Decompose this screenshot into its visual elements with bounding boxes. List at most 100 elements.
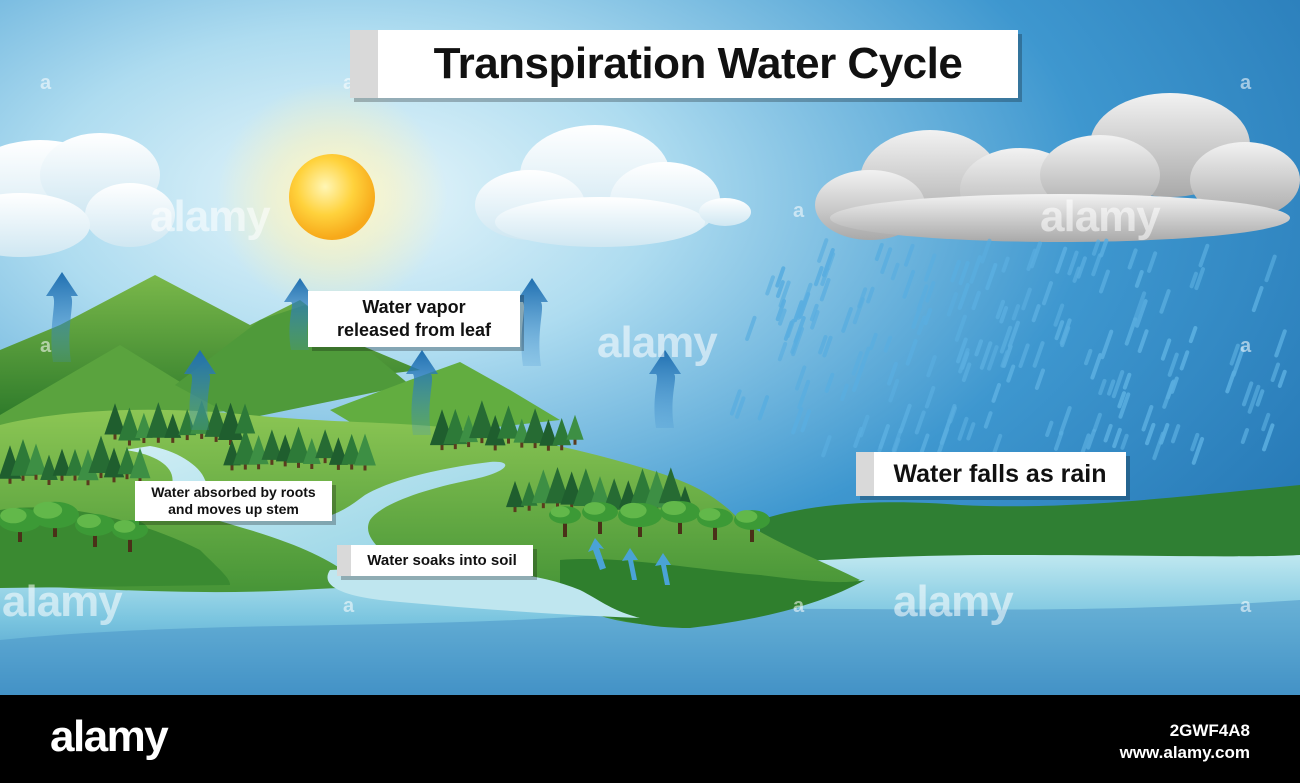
raindrop [999, 325, 1013, 354]
raindrop [1054, 320, 1065, 341]
raindrop [966, 422, 976, 441]
vapor-arrows [46, 272, 681, 435]
raindrop [950, 259, 961, 283]
pine-tree [552, 417, 572, 451]
raindrop [957, 282, 970, 310]
watermark-mark: a [1240, 72, 1252, 94]
mountain-middle [175, 305, 410, 420]
label-rain: Water falls as rain [856, 452, 1126, 496]
sun-icon [289, 154, 375, 240]
site-url: www.alamy.com [1119, 743, 1250, 762]
pine-tree [341, 433, 363, 470]
raindrop [898, 403, 912, 434]
watermark-mark: a [40, 72, 52, 94]
raindrop [1270, 362, 1281, 382]
raindrop [797, 379, 811, 410]
raindrop [1091, 253, 1102, 277]
raindrop [1117, 391, 1126, 409]
raindrop [1137, 329, 1149, 353]
cloud-left [0, 133, 175, 257]
label-roots-line1: Water absorbed by roots [151, 484, 316, 500]
pine-tree [523, 408, 547, 449]
rain-drops [729, 238, 1287, 465]
pine-tree [88, 435, 114, 479]
pine-tree [566, 414, 584, 445]
raindrop [1159, 289, 1171, 314]
raindrop [1159, 422, 1170, 445]
pine-tree [104, 403, 126, 440]
raindrop [974, 339, 983, 357]
pine-tree [40, 454, 58, 485]
raindrop [902, 269, 916, 299]
raindrop [1251, 286, 1264, 313]
raindrop [925, 281, 936, 303]
pine-tree [328, 437, 348, 470]
raindrop [1041, 281, 1054, 306]
raindrop [783, 320, 794, 341]
rain-cloud [815, 93, 1300, 242]
pine-tree [118, 407, 141, 446]
raindrop [1001, 344, 1013, 368]
raindrop [796, 303, 805, 320]
lake-shine [0, 600, 1300, 695]
raindrop [916, 284, 929, 311]
pine-tree [469, 400, 495, 444]
raindrop [793, 300, 804, 323]
raindrop [1255, 389, 1265, 407]
pine-tree [164, 413, 182, 443]
raindrop [1240, 427, 1250, 445]
river-mouth [327, 567, 640, 618]
raindrop [790, 331, 801, 355]
round-tree [75, 514, 115, 547]
raindrop [916, 315, 927, 336]
raindrop [1001, 256, 1010, 273]
raindrop [1007, 320, 1020, 348]
raindrop [1198, 243, 1210, 268]
watermark-mark: a [1240, 595, 1252, 617]
raindrop [946, 292, 958, 317]
river [125, 446, 506, 578]
mountain-right [330, 362, 560, 440]
raindrop [971, 290, 981, 311]
raindrop [1135, 299, 1148, 328]
raindrop [820, 267, 830, 287]
raindrop [1006, 364, 1016, 383]
bushes [0, 501, 770, 552]
round-tree [618, 502, 662, 537]
raindrop [1018, 343, 1030, 368]
raindrop [821, 435, 832, 458]
pine-tree [539, 419, 558, 451]
pine-tree [117, 446, 137, 480]
raindrop [954, 314, 967, 342]
raindrop [888, 378, 900, 403]
raindrop [1055, 246, 1068, 274]
raindrop [1031, 304, 1041, 323]
raindrop [822, 335, 833, 358]
raindrop [1058, 406, 1072, 436]
raindrop [745, 315, 757, 342]
raindrop [1141, 405, 1154, 432]
raindrop [775, 266, 786, 288]
raindrop [1103, 423, 1113, 443]
pine-tree [286, 426, 311, 468]
raindrop [1167, 352, 1179, 377]
pine-tree [443, 408, 468, 450]
raindrop [1179, 350, 1190, 371]
raindrop [791, 407, 804, 435]
raindrop [1111, 370, 1125, 399]
raindrop [1029, 241, 1042, 269]
raindrop [969, 255, 982, 284]
raindrop [1274, 329, 1287, 358]
raindrop [1021, 287, 1032, 311]
forest [0, 400, 694, 516]
label-roots: Water absorbed by roots and moves up ste… [135, 481, 332, 521]
raindrop [869, 332, 878, 351]
raindrop [1053, 303, 1065, 327]
raindrop [1264, 254, 1277, 283]
watermark: alamy [150, 192, 271, 241]
watermark: alamy [893, 577, 1014, 626]
raindrop [1034, 368, 1045, 390]
raindrop [1098, 378, 1107, 396]
raindrop [1120, 433, 1129, 450]
round-tree [697, 508, 733, 540]
